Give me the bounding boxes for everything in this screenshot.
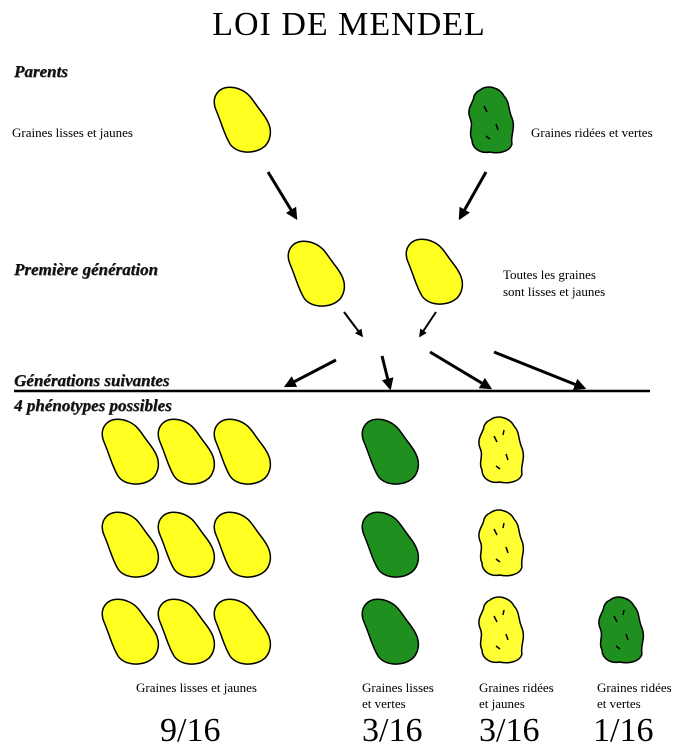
arrow-to-phenotype-4 bbox=[494, 352, 584, 388]
arrow-parent-left bbox=[268, 172, 296, 218]
phenotype-1-seed bbox=[214, 419, 270, 484]
phenotype-4-fraction: 1/16 bbox=[593, 712, 653, 750]
parent-smooth-yellow-seed bbox=[214, 87, 270, 152]
phenotype-1-seed bbox=[102, 512, 158, 577]
phenotype-3-label: Graines ridées et jaunes bbox=[479, 680, 554, 712]
arrow-to-phenotype-3 bbox=[430, 352, 490, 388]
arrow-to-phenotype-2 bbox=[382, 356, 390, 388]
phenotype-3-seed bbox=[479, 417, 524, 483]
parent-wrinkled-green-seed bbox=[469, 87, 514, 153]
phenotype-3-fraction: 3/16 bbox=[479, 712, 539, 750]
phenotype-2-label: Graines lisses et vertes bbox=[362, 680, 434, 712]
phenotype-1-seed bbox=[158, 512, 214, 577]
phenotype-1-seed bbox=[102, 599, 158, 664]
f1-seed-left bbox=[288, 241, 344, 306]
phenotype-2-seed bbox=[362, 419, 418, 484]
phenotype-3-seed bbox=[479, 510, 524, 576]
phenotype-1-fraction: 9/16 bbox=[160, 712, 220, 750]
phenotype-1-seed bbox=[214, 512, 270, 577]
phenotype-1-seed bbox=[102, 419, 158, 484]
phenotype-1-seed bbox=[158, 419, 214, 484]
arrow-parent-right bbox=[460, 172, 486, 218]
phenotype-1-seed bbox=[158, 599, 214, 664]
phenotype-1-label: Graines lisses et jaunes bbox=[136, 680, 257, 696]
phenotype-2-fraction: 3/16 bbox=[362, 712, 422, 750]
f1-seed-right bbox=[406, 239, 462, 304]
phenotype-seed-grid bbox=[102, 417, 643, 664]
phenotype-4-label: Graines ridées et vertes bbox=[597, 680, 672, 712]
arrow-to-phenotype-1 bbox=[286, 360, 336, 386]
phenotype-2-seed bbox=[362, 599, 418, 664]
phenotype-2-seed bbox=[362, 512, 418, 577]
phenotype-4-seed bbox=[599, 597, 644, 663]
arrow-f1-left bbox=[344, 312, 362, 336]
phenotype-3-seed bbox=[479, 597, 524, 663]
arrow-f1-right bbox=[420, 312, 436, 336]
phenotype-1-seed bbox=[214, 599, 270, 664]
